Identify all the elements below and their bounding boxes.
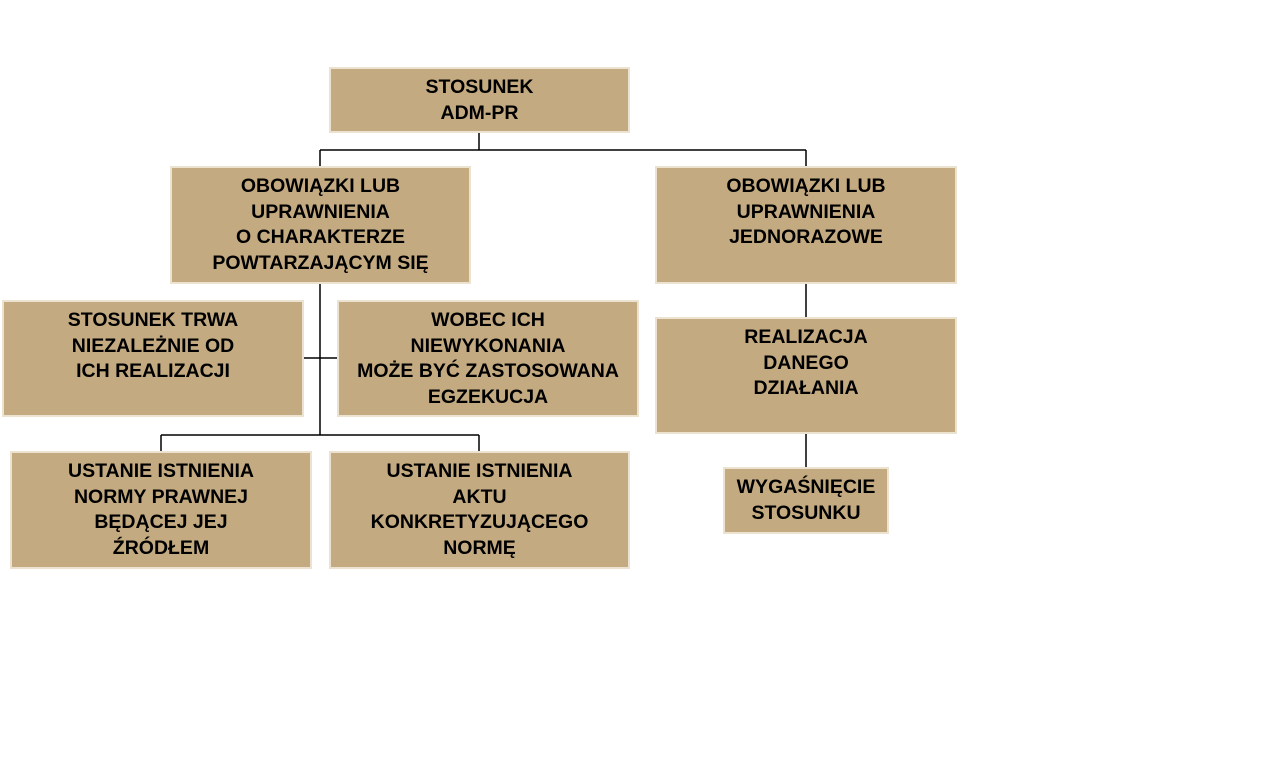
node-one-time: OBOWIĄZKI LUB UPRAWNIENIA JEDNORAZOWE bbox=[655, 166, 957, 284]
node-end-norm: USTANIE ISTNIENIA NORMY PRAWNEJ BĘDĄCEJ … bbox=[10, 451, 312, 569]
node-lasts-label: STOSUNEK TRWA NIEZALEŻNIE OD ICH REALIZA… bbox=[67, 309, 239, 382]
node-end-act: USTANIE ISTNIENIA AKTU KONKRETYZUJĄCEGO … bbox=[329, 451, 630, 569]
node-root: STOSUNEK ADM-PR bbox=[329, 67, 630, 133]
node-enforcement-label: WOBEC ICH NIEWYKONANIA MOŻE BYĆ ZASTOSOW… bbox=[357, 309, 619, 408]
node-one-time-label: OBOWIĄZKI LUB UPRAWNIENIA JEDNORAZOWE bbox=[726, 175, 886, 248]
node-realization-label: REALIZACJA DANEGO DZIAŁANIA bbox=[744, 326, 868, 399]
node-root-label: STOSUNEK ADM-PR bbox=[425, 76, 534, 124]
node-expiry: WYGAŚNIĘCIE STOSUNKU bbox=[723, 467, 889, 534]
node-end-norm-label: USTANIE ISTNIENIA NORMY PRAWNEJ BĘDĄCEJ … bbox=[68, 460, 254, 559]
node-enforcement: WOBEC ICH NIEWYKONANIA MOŻE BYĆ ZASTOSOW… bbox=[337, 300, 639, 417]
node-end-act-label: USTANIE ISTNIENIA AKTU KONKRETYZUJĄCEGO … bbox=[370, 460, 589, 559]
node-expiry-label: WYGAŚNIĘCIE STOSUNKU bbox=[736, 476, 876, 524]
node-recurring-label: OBOWIĄZKI LUB UPRAWNIENIA O CHARAKTERZE … bbox=[212, 175, 429, 274]
node-realization: REALIZACJA DANEGO DZIAŁANIA bbox=[655, 317, 957, 434]
node-recurring: OBOWIĄZKI LUB UPRAWNIENIA O CHARAKTERZE … bbox=[170, 166, 471, 284]
node-lasts: STOSUNEK TRWA NIEZALEŻNIE OD ICH REALIZA… bbox=[2, 300, 304, 417]
